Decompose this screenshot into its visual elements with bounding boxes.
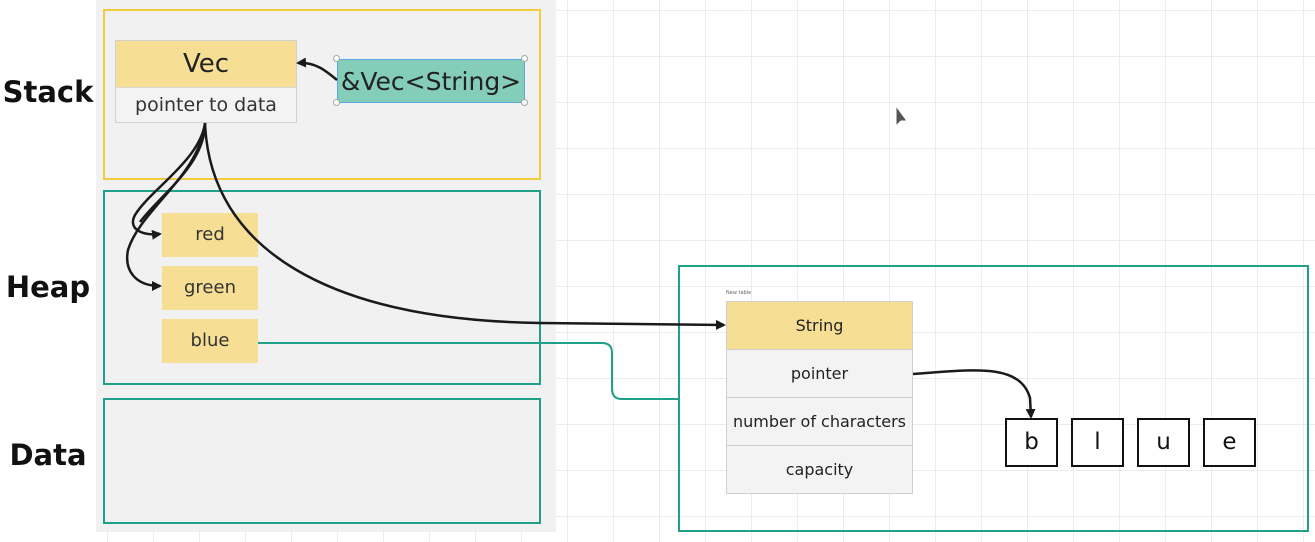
string-table-row: pointer <box>727 350 912 398</box>
string-table-row: capacity <box>785 460 854 479</box>
string-table[interactable]: String pointer number of characters capa… <box>726 301 913 494</box>
vec-pointer-field: pointer to data <box>135 94 277 116</box>
table-caption: New table <box>726 290 752 296</box>
data-region[interactable] <box>103 398 541 524</box>
heap-label: Heap <box>5 270 91 304</box>
string-region[interactable] <box>678 265 1309 532</box>
char-box-u[interactable]: u <box>1137 418 1190 467</box>
heap-item-blue[interactable]: blue <box>162 319 258 363</box>
char-box-b[interactable]: b <box>1005 418 1058 467</box>
heap-item-green[interactable]: green <box>162 266 258 310</box>
heap-item-red[interactable]: red <box>162 213 258 257</box>
vec-reference-shape[interactable]: &Vec<String> <box>337 59 525 103</box>
data-label: Data <box>9 438 87 472</box>
string-table-header: String <box>727 302 912 350</box>
vec-title: Vec <box>116 41 296 88</box>
resize-handle[interactable] <box>333 55 340 62</box>
stack-label: Stack <box>2 75 94 109</box>
char-box-e[interactable]: e <box>1203 418 1256 467</box>
resize-handle[interactable] <box>521 99 528 106</box>
resize-handle[interactable] <box>521 55 528 62</box>
vec-table[interactable]: Vec pointer to data <box>115 40 297 123</box>
resize-handle[interactable] <box>333 99 340 106</box>
string-table-row: number of characters <box>727 398 912 446</box>
char-box-l[interactable]: l <box>1071 418 1124 467</box>
left-margin <box>0 0 96 542</box>
